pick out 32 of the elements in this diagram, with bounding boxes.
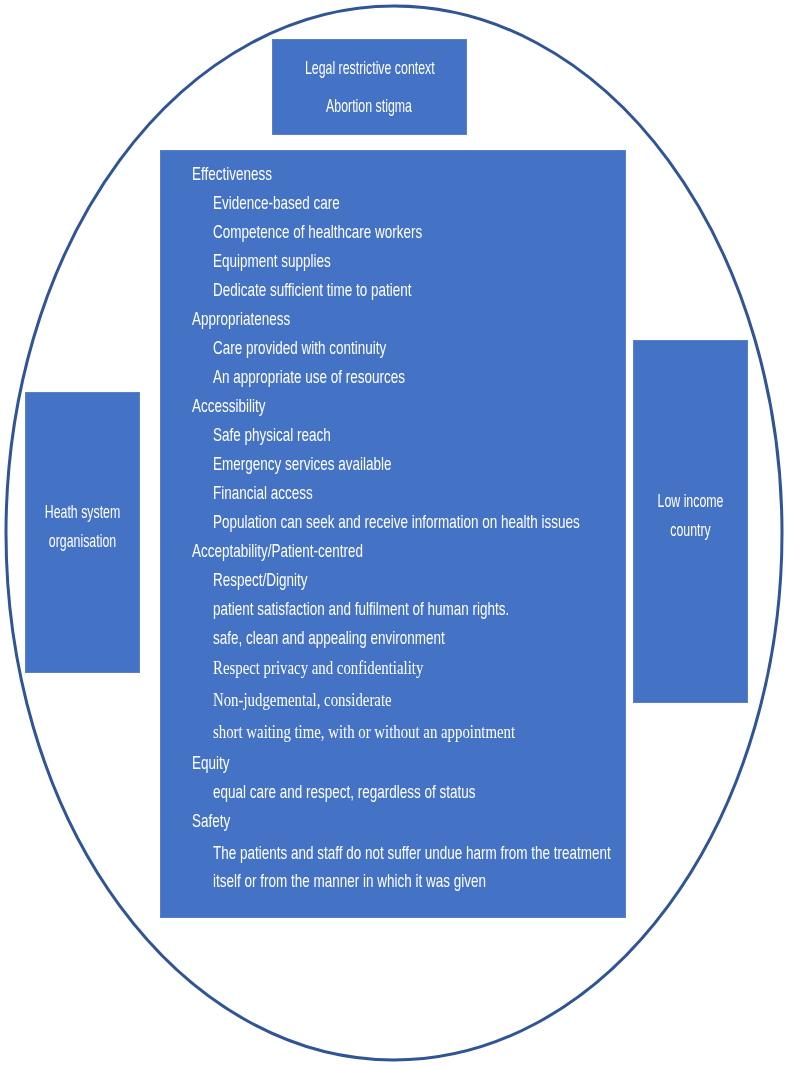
criterion-text: Population can seek and receive information on health issues [213,511,580,533]
criterion-text: Respect privacy and confidentiality [213,656,424,680]
category-heading: Effectiveness [192,163,272,185]
context-label: Legal restrictive context [304,56,435,79]
criteria-panel [160,150,626,918]
criterion-text: Emergency services available [213,453,392,475]
context-label: Heath system organisation [43,499,122,553]
category-heading: Appropriateness [192,308,291,330]
criterion-text: Safe physical reach [213,424,331,446]
criterion-text: patient satisfaction and fulfilment of human rights. [213,598,510,620]
criterion-text: Competence of healthcare workers [213,221,423,243]
criterion-text: Dedicate sufficient time to patient [213,279,412,301]
category-heading: Acceptability/Patient-centred [192,540,363,562]
criterion-text: equal care and respect, regardless of status [213,781,476,803]
criterion-text: An appropriate use of resources [213,366,405,388]
category-heading: Accessibility [192,395,266,417]
criterion-text: Financial access [213,482,313,504]
context-box [633,340,748,703]
criterion-text: safe, clean and appealing environment [213,627,445,649]
criterion-text: The patients and staff do not suffer undue harm from the treatment itself or from the manner in which it was given [213,841,612,893]
criterion-text: Care provided with continuity [213,337,387,359]
context-label: Abortion stigma [326,95,413,118]
criterion-text: Respect/Dignity [213,569,308,591]
context-box [25,392,140,673]
criterion-text: Non-judgemental, considerate [213,688,392,712]
criterion-text: Equipment supplies [213,250,331,272]
context-label: Low income country [656,488,725,542]
category-heading: Safety [192,810,231,832]
criterion-text: short waiting time, with or without an appointment [213,720,516,744]
criterion-text: Evidence-based care [213,192,340,214]
category-heading: Equity [192,752,230,774]
context-box [272,39,467,135]
